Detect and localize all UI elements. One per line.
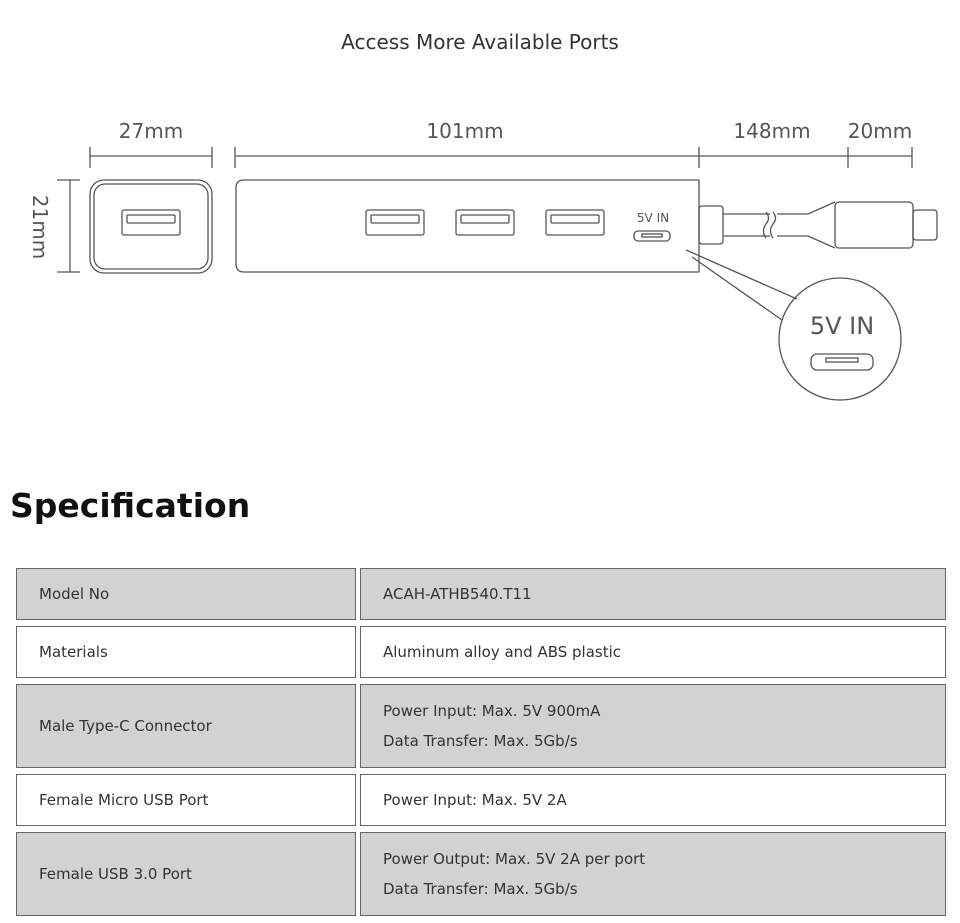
spec-value: ACAH-ATHB540.T11 — [360, 568, 946, 620]
spec-row: Female Micro USB Port Power Input: Max. … — [16, 774, 946, 826]
spec-value: Power Output: Max. 5V 2A per port Data T… — [360, 832, 946, 916]
usb-a-port-icon — [545, 209, 605, 236]
spec-key: Male Type-C Connector — [16, 684, 356, 768]
usb-a-port-icon — [455, 209, 515, 236]
spec-row: Male Type-C Connector Power Input: Max. … — [16, 684, 946, 768]
spec-key: Model No — [16, 568, 356, 620]
spec-row: Model No ACAH-ATHB540.T11 — [16, 568, 946, 620]
dimension-line-height — [57, 179, 80, 273]
spec-key: Female Micro USB Port — [16, 774, 356, 826]
spec-key: Materials — [16, 626, 356, 678]
dimension-line-plug — [848, 147, 913, 168]
micro-usb-port-icon — [810, 353, 874, 371]
spec-value-line: Power Output: Max. 5V 2A per port — [383, 850, 646, 868]
dimension-label-height: 21mm — [28, 195, 52, 259]
hub-dimension-diagram: 27mm 101mm 148mm 20mm 21mm 5V IN 5V IN — [28, 119, 938, 401]
spec-value: Power Input: Max. 5V 900mA Data Transfer… — [360, 684, 946, 768]
dimension-label-plug: 20mm — [848, 119, 912, 143]
zoom-port-label: 5V IN — [810, 312, 874, 340]
spec-value-line: Data Transfer: Max. 5Gb/s — [383, 732, 578, 750]
specification-table: Model No ACAH-ATHB540.T11 Materials Alum… — [12, 562, 950, 922]
micro-usb-zoom-callout — [685, 249, 902, 401]
hub-end-view — [89, 179, 213, 274]
diagram-caption: Access More Available Ports — [341, 30, 619, 54]
spec-row: Female USB 3.0 Port Power Output: Max. 5… — [16, 832, 946, 916]
port-label: 5V IN — [637, 211, 669, 225]
spec-value-line: ACAH-ATHB540.T11 — [383, 585, 532, 603]
spec-key: Female USB 3.0 Port — [16, 832, 356, 916]
dimension-line-end — [89, 147, 213, 168]
dimension-line-cable — [699, 147, 849, 168]
micro-usb-port-icon — [633, 230, 671, 242]
specification-heading: Specification — [10, 486, 251, 525]
spec-row: Materials Aluminum alloy and ABS plastic — [16, 626, 946, 678]
dimension-label-cable: 148mm — [733, 119, 810, 143]
spec-value-line: Data Transfer: Max. 5Gb/s — [383, 880, 578, 898]
dimension-label-end: 27mm — [119, 119, 183, 143]
dimension-label-body: 101mm — [426, 119, 503, 143]
spec-value-line: Power Input: Max. 5V 900mA — [383, 702, 601, 720]
usb-a-port-icon — [121, 209, 181, 236]
cable-and-plug — [698, 201, 938, 249]
dimension-line-body — [234, 147, 700, 168]
usb-a-port-icon — [365, 209, 425, 236]
spec-value: Power Input: Max. 5V 2A — [360, 774, 946, 826]
spec-value-line: Power Input: Max. 5V 2A — [383, 791, 567, 809]
spec-value: Aluminum alloy and ABS plastic — [360, 626, 946, 678]
spec-value-line: Aluminum alloy and ABS plastic — [383, 643, 622, 661]
hub-body — [235, 179, 700, 273]
